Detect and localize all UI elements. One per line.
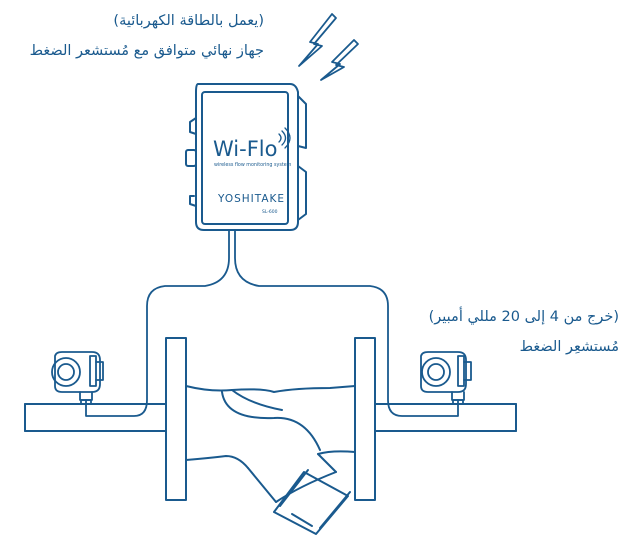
terminal-power-note: (يعمل بالطاقة الكهربائية) — [113, 13, 264, 29]
left-pressure-sensor — [51, 351, 104, 405]
device-logo-subtitle: wireless flow monitoring system — [214, 162, 292, 168]
signal-waves-icon — [278, 127, 291, 149]
sensor-name: مُستشعِر الضغط — [519, 339, 619, 355]
terminal-description: جهاز نهائي متوافق مع مُستشعر الضغط — [29, 43, 264, 59]
device-brand: YOSHITAKE — [217, 193, 285, 205]
cable — [85, 229, 459, 417]
sensor-output-note: (خرج من 4 إلى 20 مللي أمبير) — [428, 309, 619, 325]
wireless-signal-icon — [298, 13, 359, 81]
pipe-and-strainer — [24, 337, 517, 535]
device-model: SL-600 — [262, 209, 278, 215]
right-pressure-sensor — [420, 351, 472, 405]
terminal-device: Wi-Flo wireless flow monitoring system Y… — [185, 83, 307, 231]
device-logo: Wi-Flo — [213, 137, 277, 161]
